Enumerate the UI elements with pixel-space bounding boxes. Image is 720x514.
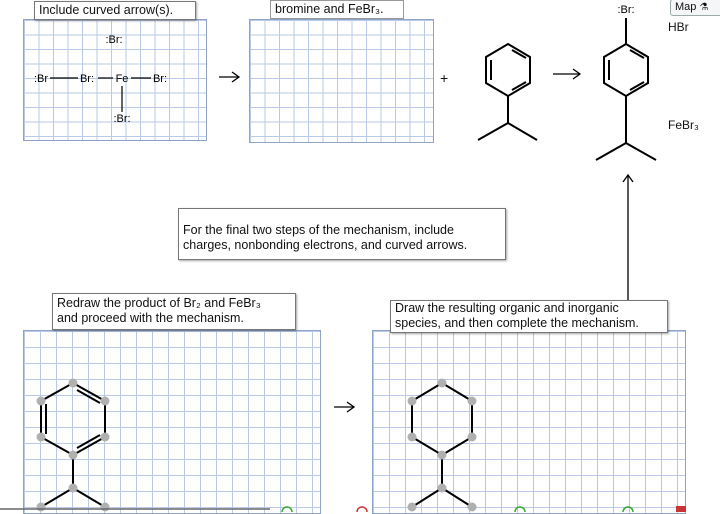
hbr-label: HBr [668,20,689,34]
atom-dots [407,378,477,512]
map-button-label: Map [675,1,697,13]
febr3-label: FeBr₃ [668,118,699,132]
up-arrow [622,173,634,300]
lewis-mid-left-atom: Br: [80,73,94,85]
reaction-scheme-top: :Br: [477,4,657,161]
reaction-arrow-3 [334,401,356,413]
lewis-left-atom: :Br [34,73,48,85]
bottom-right-molecule[interactable] [372,330,502,512]
lewis-top-atom: :Br: [105,34,122,46]
lewis-bottom-atom: :Br: [113,113,130,125]
plus-sign: + [440,70,449,86]
reagent-label: bromine and FeBr₃. [270,0,404,19]
reactant-canvas[interactable] [23,19,207,141]
bottom-left-molecule[interactable] [23,330,133,512]
map-button[interactable]: Map ⚗ [670,0,720,16]
lewis-structure: :Br: :Br Br: Fe Br: :Br: [34,34,167,125]
reagent-canvas[interactable] [249,19,434,143]
product-br-atom: :Br: [617,4,634,16]
reaction-arrow-2 [553,68,582,80]
product-bromobenzene [595,18,657,161]
reactant-benzene [477,42,538,141]
lewis-right-atom: Br: [153,73,167,85]
reaction-arrow-1 [219,71,241,83]
bottom-toolbar [0,506,686,512]
final-steps-instruction: For the final two steps of the mechanism… [178,208,506,260]
result-instruction: Draw the resulting organic and inorganic… [390,300,668,333]
curved-arrow-prompt: Include curved arrow(s). [34,1,196,20]
lewis-center-atom: Fe [116,73,129,85]
result-canvas[interactable] [372,330,686,514]
map-icon: ⚗ [699,2,709,13]
redraw-instruction: Redraw the product of Br₂ and FeBr₃ and … [52,293,296,330]
